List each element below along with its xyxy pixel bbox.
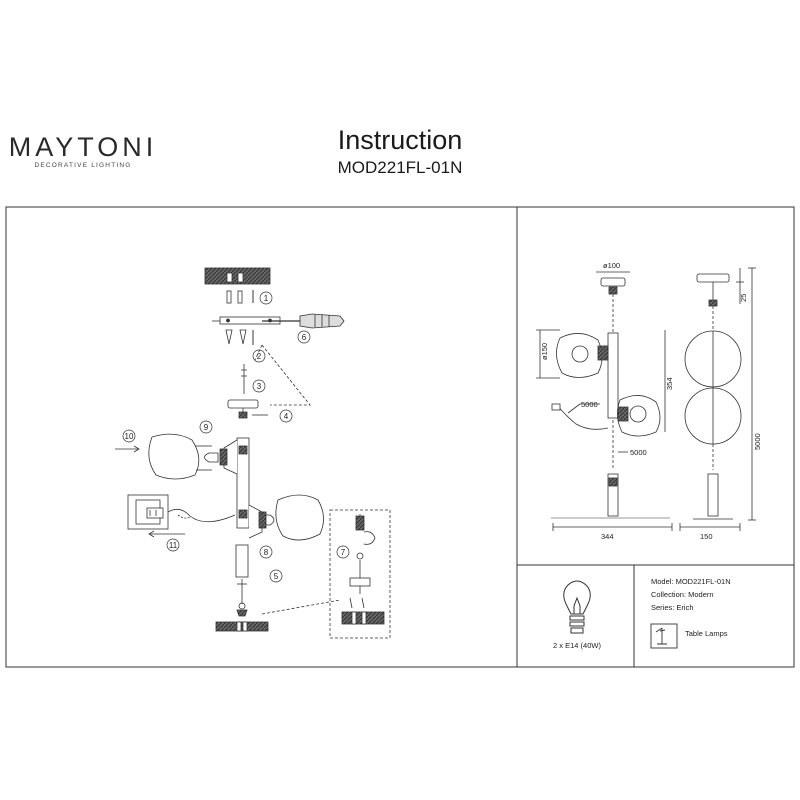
table-lamp-icon xyxy=(650,623,678,649)
step-labels: 1 2 3 4 5 6 7 8 9 10 11 xyxy=(125,294,346,581)
brand-tagline: DECORATIVE LIGHTING xyxy=(34,162,132,169)
sheet-frame xyxy=(5,206,795,668)
step-6: 6 xyxy=(302,333,307,342)
dim-canopy-diameter: ø100 xyxy=(603,261,620,270)
right-shade xyxy=(248,494,324,541)
step-3: 3 xyxy=(257,382,262,391)
series-label: Series: Erich xyxy=(651,603,694,612)
dim-cable-length-1: 5000 xyxy=(581,400,598,409)
dim-body-height: 354 xyxy=(665,377,674,390)
screwdriver xyxy=(262,313,345,329)
wall-plugs xyxy=(226,290,254,304)
step-7: 7 xyxy=(341,548,346,557)
step-8: 8 xyxy=(264,548,269,557)
dim-cable-length-2: 5000 xyxy=(630,448,647,457)
step-11: 11 xyxy=(169,541,178,550)
model-code: MOD221FL-01N xyxy=(337,158,463,177)
lamp-body-rod xyxy=(236,437,250,529)
canopy xyxy=(227,399,268,419)
dim-total-height: 5000 xyxy=(753,433,762,450)
step-10: 10 xyxy=(125,432,134,441)
assembly-diagram xyxy=(115,267,391,639)
dim-canopy-height: 25 xyxy=(739,294,748,302)
step-5: 5 xyxy=(274,572,279,581)
power-plug xyxy=(127,494,236,538)
document-title: Instruction xyxy=(337,125,463,155)
ceiling-slab xyxy=(204,267,271,285)
dimension-labels: ø100 ø150 25 354 5000 5000 5000 344 150 xyxy=(540,261,762,541)
bulb-icon xyxy=(563,580,591,634)
step-2: 2 xyxy=(257,352,262,361)
lower-tube xyxy=(235,544,249,617)
collection-label: Collection: Modern xyxy=(651,590,714,599)
screws xyxy=(225,329,254,345)
dimension-drawing xyxy=(536,267,756,531)
step-9: 9 xyxy=(204,423,209,432)
step-4: 4 xyxy=(284,412,289,421)
dim-shade-diameter: ø150 xyxy=(540,343,549,360)
step-1: 1 xyxy=(264,294,269,303)
left-shade xyxy=(115,433,238,480)
floor-slab xyxy=(215,621,269,632)
step-callouts xyxy=(122,291,350,583)
model-label: Model: MOD221FL-01N xyxy=(651,577,731,586)
product-info: Model: MOD221FL-01N Collection: Modern S… xyxy=(651,577,731,638)
dim-side-width: 150 xyxy=(700,532,713,541)
category-label: Table Lamps xyxy=(685,629,728,638)
brand-name: MAYTONI xyxy=(8,132,158,162)
detail-box xyxy=(261,509,391,639)
dim-total-width: 344 xyxy=(601,532,614,541)
bulb-spec: 2 x E14 (40W) xyxy=(553,641,601,650)
brand-logo: MAYTONI DECORATIVE LIGHTING xyxy=(8,133,158,169)
